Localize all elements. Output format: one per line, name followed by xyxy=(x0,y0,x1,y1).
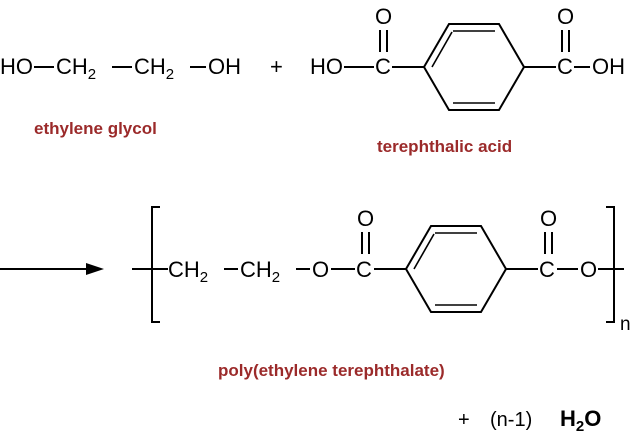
acid-c-left: C xyxy=(375,54,391,79)
byproduct-plus: + xyxy=(458,409,470,431)
byproduct-coefficient: (n-1) xyxy=(490,409,532,431)
pet-o-link: O xyxy=(312,257,329,282)
pet-label: poly(ethylene terephthalate) xyxy=(218,361,445,380)
acid-c-right: C xyxy=(557,54,573,79)
repeat-n: n xyxy=(620,314,631,335)
benzene-ring xyxy=(422,23,526,111)
ethylene-glycol-label: ethylene glycol xyxy=(34,119,157,138)
right-bracket xyxy=(606,206,615,323)
pet-o-right: O xyxy=(540,206,557,231)
water-byproduct: + (n-1) H2O xyxy=(458,406,601,435)
water-formula: H2O xyxy=(560,406,601,435)
ring-double-bond xyxy=(413,233,435,270)
ethylene-glycol-formula: HO CH2 CH2 OH xyxy=(0,54,241,83)
glycol-oh: OH xyxy=(208,54,241,79)
acid-oh: OH xyxy=(592,54,625,79)
acid-o-right: O xyxy=(557,4,574,29)
reaction-arrow xyxy=(0,263,104,275)
pet-c-left: C xyxy=(356,257,372,282)
pet-o-end: O xyxy=(580,257,597,282)
glycol-ch2-b: CH2 xyxy=(134,54,174,83)
glycol-ho: HO xyxy=(0,54,33,79)
ring-double-bond xyxy=(431,31,453,68)
pet-c-right: C xyxy=(539,257,555,282)
arrow-head xyxy=(86,263,104,275)
glycol-ch2-a: CH2 xyxy=(56,54,96,83)
pet-formula: CH2 CH2 O C O C O O n xyxy=(132,206,631,335)
terephthalic-acid-label: terephthalic acid xyxy=(377,137,512,156)
acid-o-left: O xyxy=(375,4,392,29)
benzene-ring xyxy=(404,225,508,313)
terephthalic-acid-formula: HO C O C O OH xyxy=(310,4,625,111)
left-bracket xyxy=(151,206,160,323)
acid-ho: HO xyxy=(310,54,343,79)
pet-ch2-b: CH2 xyxy=(240,257,280,286)
plus-sign: + xyxy=(270,54,283,79)
pet-ch2-a: CH2 xyxy=(168,257,208,286)
pet-o-left: O xyxy=(357,206,374,231)
